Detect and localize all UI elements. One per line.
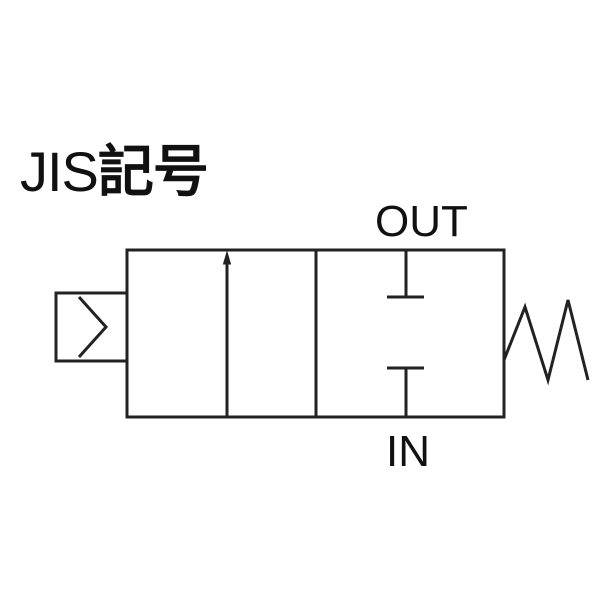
diagram-title: JIS記号	[20, 136, 209, 208]
out-port-label: OUT	[375, 197, 468, 246]
flow-arrow-icon	[222, 250, 232, 265]
in-port-label: IN	[386, 427, 430, 476]
spring-icon	[502, 299, 590, 386]
closed-position	[387, 250, 424, 417]
solenoid-chevron	[77, 295, 109, 359]
open-position	[222, 250, 232, 417]
title-cjk: 記号	[97, 140, 209, 205]
solenoid-actuator	[54, 291, 129, 363]
valve-body	[125, 248, 506, 419]
solenoid-box	[54, 291, 129, 363]
title-latin: JIS	[20, 140, 99, 203]
